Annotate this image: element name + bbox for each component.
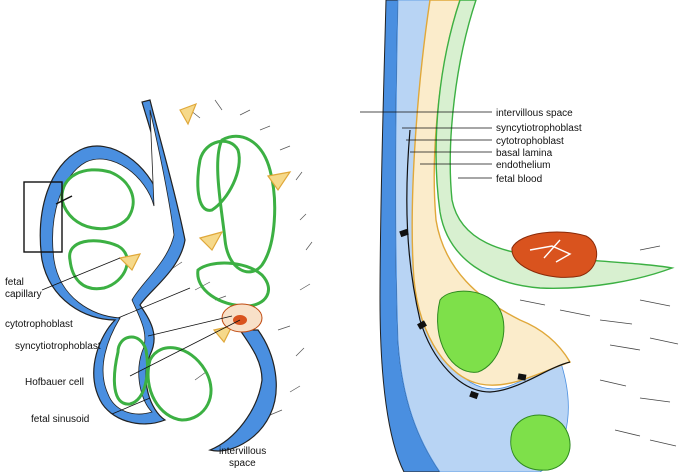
label-basal-lamina: basal lamina	[496, 148, 553, 159]
nucleus-red-chromatin	[529, 239, 572, 263]
nucleus-green-lower	[510, 414, 571, 471]
endothelium-band	[435, 0, 675, 289]
left-leader-lines	[41, 257, 241, 415]
label-cytotrophoblast-right: cytotrophoblast	[496, 136, 564, 147]
basal-lamina-line	[406, 129, 571, 393]
zoom-box	[23, 181, 63, 253]
syncytio-band-right	[208, 329, 277, 452]
hofbauer-cell	[221, 303, 263, 333]
label-intervillous-space-1: intervillous	[219, 446, 266, 457]
right-panel-barrier: intervillous space syncytiotrophoblast c…	[360, 0, 679, 472]
label-cytotrophoblast-left: cytotrophoblast	[5, 319, 73, 330]
label-fetal-capillary-2: capillary	[5, 289, 42, 300]
label-syncytiotrophoblast-left: syncytiotrophoblast	[15, 341, 101, 352]
zoom-arrow	[55, 195, 73, 205]
label-fetal-sinusoid: fetal sinusoid	[31, 414, 89, 425]
junctions	[399, 228, 527, 400]
label-endothelium: endothelium	[496, 160, 550, 171]
nucleus-green-upper	[437, 290, 505, 373]
cytotrophoblast-cells	[118, 102, 292, 344]
right-leader-lines	[360, 111, 492, 179]
label-fetal-capillary-1: fetal	[5, 277, 24, 288]
label-intervillous-space-right: intervillous space	[496, 108, 573, 119]
label-fetal-blood: fetal blood	[496, 174, 542, 185]
left-panel-villus: fetal capillary cytotrophoblast syncytio…	[5, 99, 313, 469]
label-syncytiotrophoblast-right: syncytiotrophoblast	[496, 123, 582, 134]
label-intervillous-space-2: space	[229, 458, 256, 469]
label-hofbauer-cell: Hofbauer cell	[25, 377, 84, 388]
nucleus-red	[511, 231, 598, 278]
